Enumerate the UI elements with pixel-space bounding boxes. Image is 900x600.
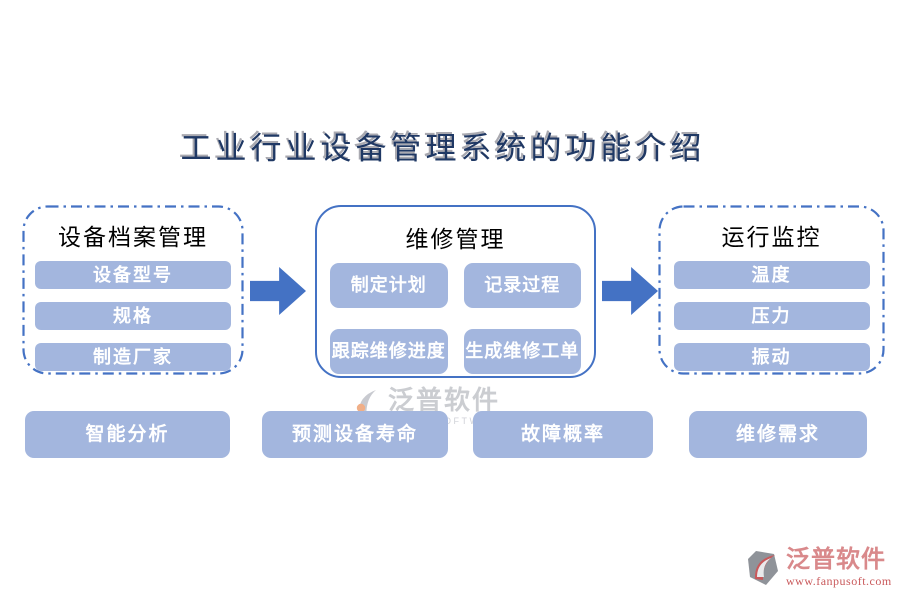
pill-track-progress: 跟踪维修进度 [330,329,448,374]
fanpu-logo-icon [748,551,778,585]
footer-brand-name: 泛普软件 [786,547,886,573]
footer-logo: 泛普软件 www.fanpusoft.com [744,547,892,589]
footer-url: www.fanpusoft.com [786,574,892,588]
pill-record-process: 记录过程 [463,263,581,308]
group-title: 维修管理 [405,227,506,252]
page-title: 工业行业设备管理系统的功能介绍 [180,131,706,166]
watermark-brand: 泛普软件 [388,386,501,415]
pill-make-plan: 制定计划 [330,263,448,308]
pill-smart-analysis: 智能分析 [25,411,230,458]
flow-arrow-right-icon [602,267,658,315]
pill-pressure: 压力 [673,302,870,330]
pill-predict-life: 预测设备寿命 [262,411,448,458]
pill-temperature: 温度 [673,261,870,289]
group-title: 运行监控 [721,225,822,250]
group-title: 设备档案管理 [58,225,208,250]
flow-arrow-left-icon [250,267,306,315]
pill-specification: 规格 [35,302,231,330]
pill-failure-probability: 故障概率 [473,411,653,458]
pill-vibration: 振动 [673,343,870,371]
pill-maintenance-demand: 维修需求 [689,411,867,458]
group-monitoring: 运行监控 温度 压力 振动 [658,205,885,375]
group-equipment-archive: 设备档案管理 设备型号 规格 制造厂家 [22,205,244,375]
group-maintenance: 维修管理 制定计划 记录过程 跟踪维修进度 生成维修工单 [315,205,596,378]
pill-device-model: 设备型号 [35,261,231,289]
pill-work-order: 生成维修工单 [463,329,581,374]
pill-manufacturer: 制造厂家 [35,343,231,371]
